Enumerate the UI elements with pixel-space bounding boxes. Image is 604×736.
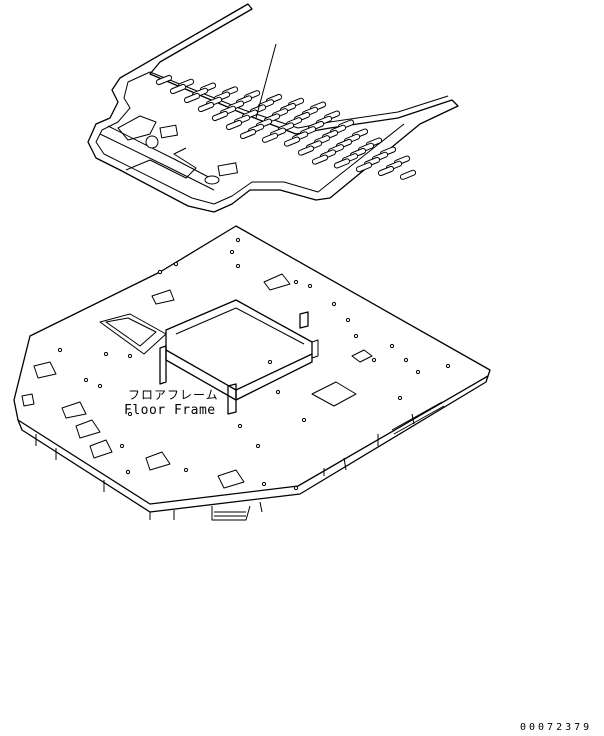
mounting-hole	[275, 389, 281, 395]
mounting-hole	[397, 395, 403, 401]
floor-mat	[87, 3, 459, 213]
mat-slot	[155, 74, 173, 86]
mounting-hole	[157, 269, 163, 275]
mat-slot	[239, 128, 257, 140]
mounting-hole	[173, 261, 179, 267]
mounting-hole	[353, 333, 359, 339]
mat-slot	[377, 165, 395, 177]
mat-grip-slots	[155, 74, 417, 180]
mat-slot	[399, 169, 417, 180]
mat-slot	[311, 154, 329, 165]
mounting-hole	[293, 279, 299, 285]
part-number: 00072379	[520, 722, 593, 733]
mat-slot	[283, 136, 301, 147]
mounting-hole	[371, 357, 377, 363]
mounting-hole	[127, 353, 133, 359]
mounting-hole	[229, 249, 235, 255]
mat-slot	[225, 119, 243, 131]
mounting-hole	[57, 347, 63, 353]
mounting-hole	[389, 343, 395, 349]
mat-slot	[355, 162, 373, 173]
mounting-hole	[119, 443, 125, 449]
mounting-hole	[127, 411, 133, 417]
mounting-hole	[261, 481, 267, 487]
mounting-hole	[345, 317, 351, 323]
floor-frame-label-jp: フロアフレーム	[128, 388, 219, 402]
mat-slot	[333, 158, 351, 169]
mat-slot	[297, 145, 315, 156]
mounting-hole	[83, 377, 89, 383]
mounting-hole	[255, 443, 261, 449]
mat-slot	[261, 132, 279, 143]
mounted-box	[159, 299, 319, 415]
mat-slot	[183, 92, 201, 104]
mounting-hole	[97, 383, 103, 389]
mat-slot	[197, 101, 215, 113]
mounting-hole	[235, 263, 241, 269]
floor-frame-label-en: Floor Frame	[124, 403, 216, 418]
mounting-hole	[445, 363, 451, 369]
mounting-hole	[301, 417, 307, 423]
mounting-hole	[307, 283, 313, 289]
mounting-hole	[415, 369, 421, 375]
mounting-hole	[183, 467, 189, 473]
mounting-hole	[331, 301, 337, 307]
mounting-hole	[103, 351, 109, 357]
frame-mounting-holes	[57, 237, 451, 491]
mounting-hole	[267, 359, 273, 365]
mounting-hole	[237, 423, 243, 429]
floor-frame	[13, 225, 491, 521]
mat-slot	[211, 110, 229, 122]
mounting-hole	[235, 237, 241, 243]
mounting-hole	[125, 469, 131, 475]
mounting-hole	[293, 485, 299, 491]
mat-slot	[169, 83, 187, 95]
mounting-hole	[403, 357, 409, 363]
